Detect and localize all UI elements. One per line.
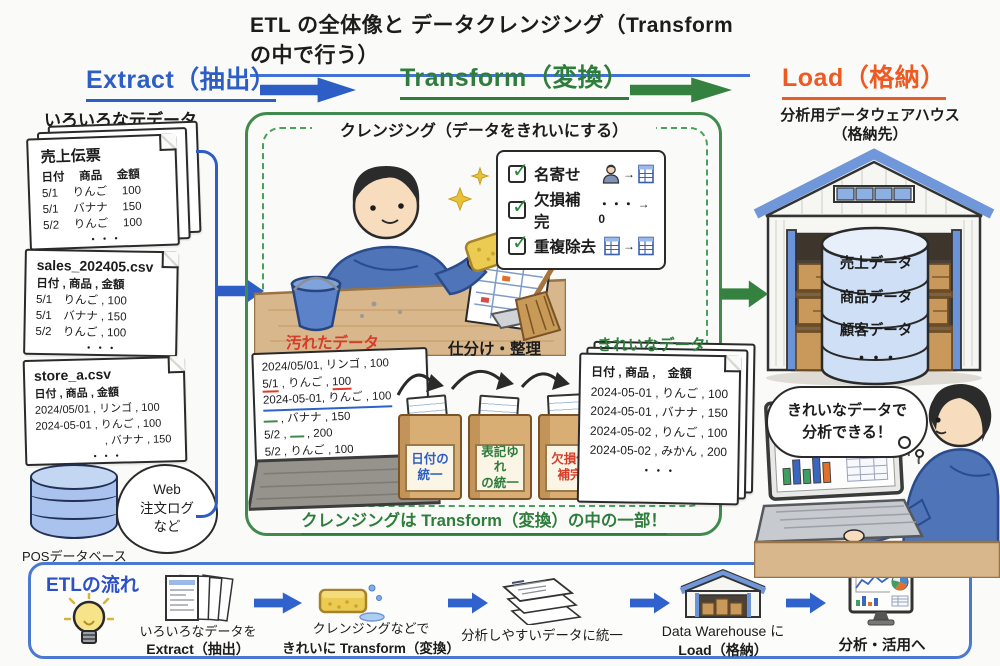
flow-step-caption: きれいに Transform（変換） bbox=[282, 641, 460, 656]
bubble-tail-circle bbox=[898, 436, 911, 449]
warehouse-heading-line1: 分析用データウェアハウス bbox=[780, 107, 960, 124]
checklist-item-missing-completion: ✓ 欠損補完 ・・・ → 0 bbox=[498, 192, 664, 231]
clean-row: 2024-05-02 , みかん , 200 bbox=[589, 442, 728, 460]
source-doc-sales-csv: sales_202405.csv 日付 , 商品 , 金額 5/1 りんご , … bbox=[23, 248, 179, 358]
arrow-right-icon: → bbox=[623, 167, 635, 181]
clean-data-label: きれいなデータ bbox=[597, 337, 706, 354]
checkbox-icon: ✓ bbox=[508, 160, 529, 183]
sorting-arrows bbox=[396, 369, 570, 396]
documents-icon bbox=[165, 574, 234, 622]
flow-step-caption: クレンジングなどで bbox=[312, 621, 430, 636]
flow-step-caption: 分析しやすいデータに統一 bbox=[461, 628, 623, 643]
sorting-label: 仕分け・整理 bbox=[448, 341, 542, 358]
cloud-line: など bbox=[153, 519, 181, 535]
dwh-layer-label: 顧客データ bbox=[839, 323, 913, 339]
arrow-right-icon: → bbox=[623, 239, 635, 253]
flow-step-caption: いろいろなデータを bbox=[139, 624, 257, 639]
cloud-line: Web bbox=[153, 481, 181, 497]
dirty-data-label: 汚れたデータ bbox=[286, 335, 380, 352]
clean-row-ellipsis: ・・・ bbox=[640, 463, 677, 478]
doc-row-ellipsis: ・・・ bbox=[82, 342, 118, 356]
flow-title: ETLの流れ bbox=[46, 575, 139, 596]
flow-step-caption: 分析・活用へ bbox=[838, 638, 926, 654]
check-icon: ✓ bbox=[512, 232, 529, 254]
dwh-layer-label: 売上データ bbox=[839, 256, 913, 272]
pos-database-label: POSデータベース bbox=[22, 549, 127, 564]
flow-step-caption: Extract（抽出） bbox=[146, 641, 250, 657]
cleansing-heading: クレンジング（データをきれいにする） bbox=[312, 117, 656, 141]
warehouse-icon bbox=[679, 569, 767, 618]
checklist-item-dedup: ✓ 重複除去 → bbox=[498, 228, 664, 264]
sponge-icon bbox=[318, 584, 385, 622]
clean-row: 2024-05-01 , りんご , 100 bbox=[590, 384, 729, 401]
stage-transform-label: Transform（変換） bbox=[400, 58, 629, 100]
transform-box bbox=[245, 112, 722, 536]
table-icon bbox=[604, 236, 620, 256]
stage-extract-label: Extract（抽出） bbox=[86, 60, 277, 102]
dwh-layer-ellipsis: ・・・ bbox=[854, 351, 898, 367]
clean-header: 日付 , 商品 , 金額 bbox=[590, 364, 692, 381]
doc-title: sales_202405.csv bbox=[36, 256, 154, 275]
cloud-line: 注文ログ bbox=[140, 500, 194, 516]
cleaning-person-illustration bbox=[254, 166, 566, 356]
unified-data-icon bbox=[501, 578, 582, 625]
checkbox-icon: ✓ bbox=[508, 196, 529, 219]
sparkle-icon bbox=[447, 166, 490, 212]
sources-bracket bbox=[196, 150, 218, 518]
checkbox-icon: ✓ bbox=[508, 232, 529, 255]
page-title: ETL の全体像と データクレンジング（Transform の中で行う） bbox=[250, 9, 750, 77]
missing-note: ・・・ → 0 bbox=[598, 196, 650, 226]
dirty-data-tray bbox=[247, 453, 441, 511]
source-doc-sales-slip: 売上伝票 日付 商品 金額 5/1 りんご 100 5/1 バナナ 150 5/… bbox=[26, 120, 202, 251]
check-icon: ✓ bbox=[512, 160, 529, 182]
flow-step-caption: Data Warehouse に bbox=[661, 623, 785, 639]
sort-box-date: 日付の 統一 bbox=[398, 414, 462, 500]
doc-title: store_a.csv bbox=[33, 365, 112, 384]
cleansing-footer: クレンジングは Transform（変換）の中の一部！ bbox=[298, 507, 670, 535]
source-doc-store-csv: store_a.csv 日付 , 商品 , 金額 2024/05/01 , リン… bbox=[22, 355, 188, 467]
flow-step-caption: Load（格納） bbox=[678, 642, 768, 658]
person-icon bbox=[602, 164, 620, 184]
dirty-data-sheet: 2024/05/01, リンゴ , 100 5/1 , りんご , 100 20… bbox=[243, 346, 441, 512]
doc-title: 売上伝票 bbox=[40, 147, 102, 167]
dwh-layer-label: 商品データ bbox=[839, 290, 913, 306]
clean-data-stack: 日付 , 商品 , 金額 2024-05-01 , りんご , 100 2024… bbox=[576, 340, 756, 510]
stage-load-label: Load（格納） bbox=[782, 58, 946, 100]
doc-row: 5/2 りんご , 100 bbox=[35, 325, 127, 340]
clean-row: 2024-05-02 , りんご , 100 bbox=[589, 423, 728, 440]
bubble-tail-circle bbox=[915, 449, 924, 458]
checklist-item-name-matching: ✓ 名寄せ → bbox=[498, 156, 664, 192]
lightbulb-icon bbox=[64, 593, 114, 644]
check-icon: ✓ bbox=[512, 196, 529, 218]
warehouse-illustration bbox=[753, 148, 995, 386]
sort-box-notation: 表記ゆれ の統一 bbox=[468, 414, 532, 500]
table-icon bbox=[638, 236, 654, 256]
table-icon bbox=[638, 164, 654, 184]
transform-to-load-arrow bbox=[630, 77, 732, 103]
warehouse-heading-line2: （格納先） bbox=[832, 126, 908, 143]
cleansing-checklist-panel: ✓ 名寄せ → ✓ 欠損補完 ・・・ → 0 ✓ bbox=[496, 150, 666, 270]
clean-row: 2024-05-01 , バナナ , 150 bbox=[590, 403, 728, 421]
